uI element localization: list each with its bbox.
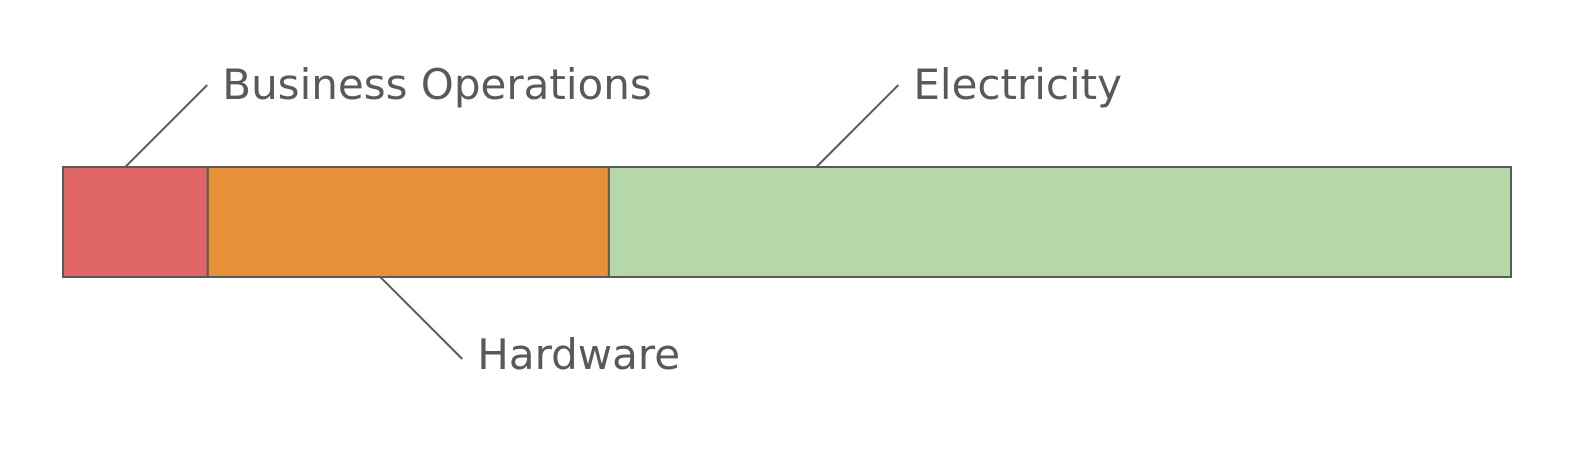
segment-labels: Business Operations Hardware Electricity [222,60,1122,379]
segment-electricity [607,166,1512,278]
segment-hardware [206,166,610,278]
leader-line-hardware [379,276,463,360]
leader-lines [124,84,900,360]
label-business-operations: Business Operations [222,60,651,109]
bar-segments [62,166,1512,278]
label-electricity: Electricity [913,60,1122,109]
label-hardware: Hardware [477,330,680,379]
segment-business-operations [62,166,209,278]
leader-line-business-operations [124,84,208,168]
leader-line-electricity [815,84,900,168]
